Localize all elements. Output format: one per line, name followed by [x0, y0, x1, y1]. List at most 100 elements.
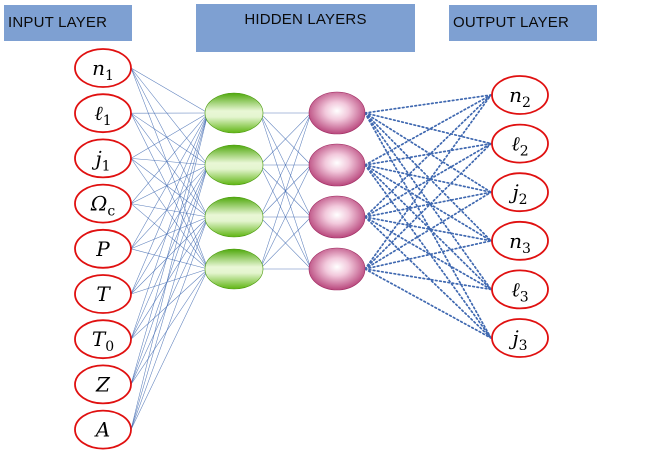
input-node: T0: [74, 319, 132, 360]
output-node-circle: [491, 75, 549, 115]
output-node-circle: [491, 172, 549, 213]
connection-line: [130, 268, 209, 430]
input-node-label: Ωc: [90, 192, 116, 220]
dotted-connection-line: [364, 268, 492, 291]
output-node-label: n3: [509, 229, 531, 257]
dotted-connection-line: [364, 268, 492, 339]
dotted-connection-line: [364, 164, 492, 194]
dotted-connection-line: [364, 112, 492, 242]
output-node: n3: [491, 220, 549, 261]
hidden-node-green: [204, 92, 264, 134]
connection-line: [130, 67, 209, 218]
input-layer-title: INPUT LAYER: [8, 14, 108, 31]
input-node-symbol: ℓ: [94, 101, 103, 125]
output-node-label: j3: [508, 326, 527, 354]
input-node-circle: [74, 183, 132, 224]
output-node: ℓ2: [491, 123, 549, 164]
connection-line: [130, 113, 209, 270]
input-node: Ωc: [74, 183, 132, 224]
connection-line: [130, 112, 209, 385]
input-node-label: A: [94, 418, 110, 442]
connection-line: [130, 164, 209, 295]
output-node-circle: [491, 123, 549, 164]
dotted-connection-line: [364, 94, 492, 218]
input-node-circle: [74, 138, 132, 179]
input-node-subscript: c: [107, 204, 115, 220]
dotted-connection-line: [364, 164, 492, 291]
output-node-subscript: 3: [522, 241, 531, 257]
input-node-symbol: T: [96, 282, 111, 306]
output-node-subscript: 3: [519, 338, 528, 354]
dotted-connection-line: [364, 164, 492, 339]
output-node-symbol: ℓ: [511, 132, 520, 156]
input-node-circle: [74, 364, 132, 405]
output-node-circle: [491, 220, 549, 261]
hidden-node-green: [204, 196, 264, 238]
connection-line: [130, 203, 209, 218]
input-node-circle: [74, 319, 132, 360]
input-node-label: j1: [91, 146, 110, 174]
input-node-label: ℓ1: [94, 101, 111, 129]
hidden-layer-1: [204, 92, 264, 290]
output-node-symbol: n: [509, 83, 522, 107]
input-node: P: [74, 228, 132, 269]
hidden-to-hidden-connections: [259, 112, 312, 270]
hidden-to-output-connections: [364, 94, 492, 339]
dotted-connection-line: [364, 112, 492, 339]
output-node-subscript: 2: [519, 192, 528, 208]
connection-line: [259, 216, 312, 270]
hidden-layer-2: [308, 91, 366, 291]
dotted-connection-line: [364, 142, 492, 166]
output-node-symbol: ℓ: [511, 277, 520, 301]
dotted-connection-line: [364, 112, 492, 291]
connection-line: [130, 268, 209, 340]
hidden-layers-title: HIDDEN LAYERS: [244, 11, 367, 28]
dotted-connection-line: [364, 191, 492, 270]
output-node-symbol: j: [508, 180, 518, 204]
output-node: j2: [491, 172, 549, 213]
connection-line: [259, 164, 312, 270]
input-node-label: Z: [95, 372, 111, 396]
input-to-hidden-connections: [130, 67, 209, 430]
input-node-symbol: n: [92, 56, 105, 80]
output-node: j3: [491, 318, 549, 358]
dotted-connection-line: [364, 216, 492, 339]
output-node: ℓ3: [491, 269, 549, 310]
connection-line: [130, 67, 209, 114]
hidden-node-magenta: [308, 91, 366, 135]
input-node-subscript: 1: [105, 68, 114, 84]
hidden-node-green: [204, 248, 264, 290]
input-node-circle: [74, 409, 132, 450]
connection-line: [130, 268, 209, 385]
input-node-circle: [74, 48, 132, 88]
input-node: j1: [74, 138, 132, 179]
input-node-label: T0: [92, 327, 114, 355]
input-node-symbol: Ω: [90, 192, 108, 216]
output-node-subscript: 2: [520, 144, 529, 160]
dotted-connection-line: [364, 142, 492, 218]
input-layer-header: INPUT LAYER: [4, 5, 132, 41]
output-node-label: ℓ3: [511, 277, 528, 305]
hidden-layers-header: HIDDEN LAYERS: [196, 4, 415, 52]
hidden-node-magenta: [308, 247, 366, 291]
connection-line: [130, 164, 209, 204]
connection-line: [130, 67, 209, 166]
connection-line: [130, 216, 209, 340]
connection-line: [130, 216, 209, 430]
input-node: A: [74, 409, 132, 450]
connection-line: [130, 216, 209, 295]
output-node-symbol: n: [509, 229, 522, 253]
connection-line: [130, 164, 209, 385]
connection-line: [130, 112, 209, 340]
connection-line: [130, 203, 209, 270]
output-node-circle: [491, 318, 549, 358]
dotted-connection-line: [364, 142, 492, 270]
input-node-label: P: [95, 237, 110, 261]
connection-line: [130, 164, 209, 340]
input-node-symbol: P: [95, 237, 110, 261]
input-node-subscript: 0: [105, 339, 114, 355]
output-node: n2: [491, 75, 549, 115]
connection-line: [259, 112, 312, 218]
input-node: n1: [74, 48, 132, 88]
